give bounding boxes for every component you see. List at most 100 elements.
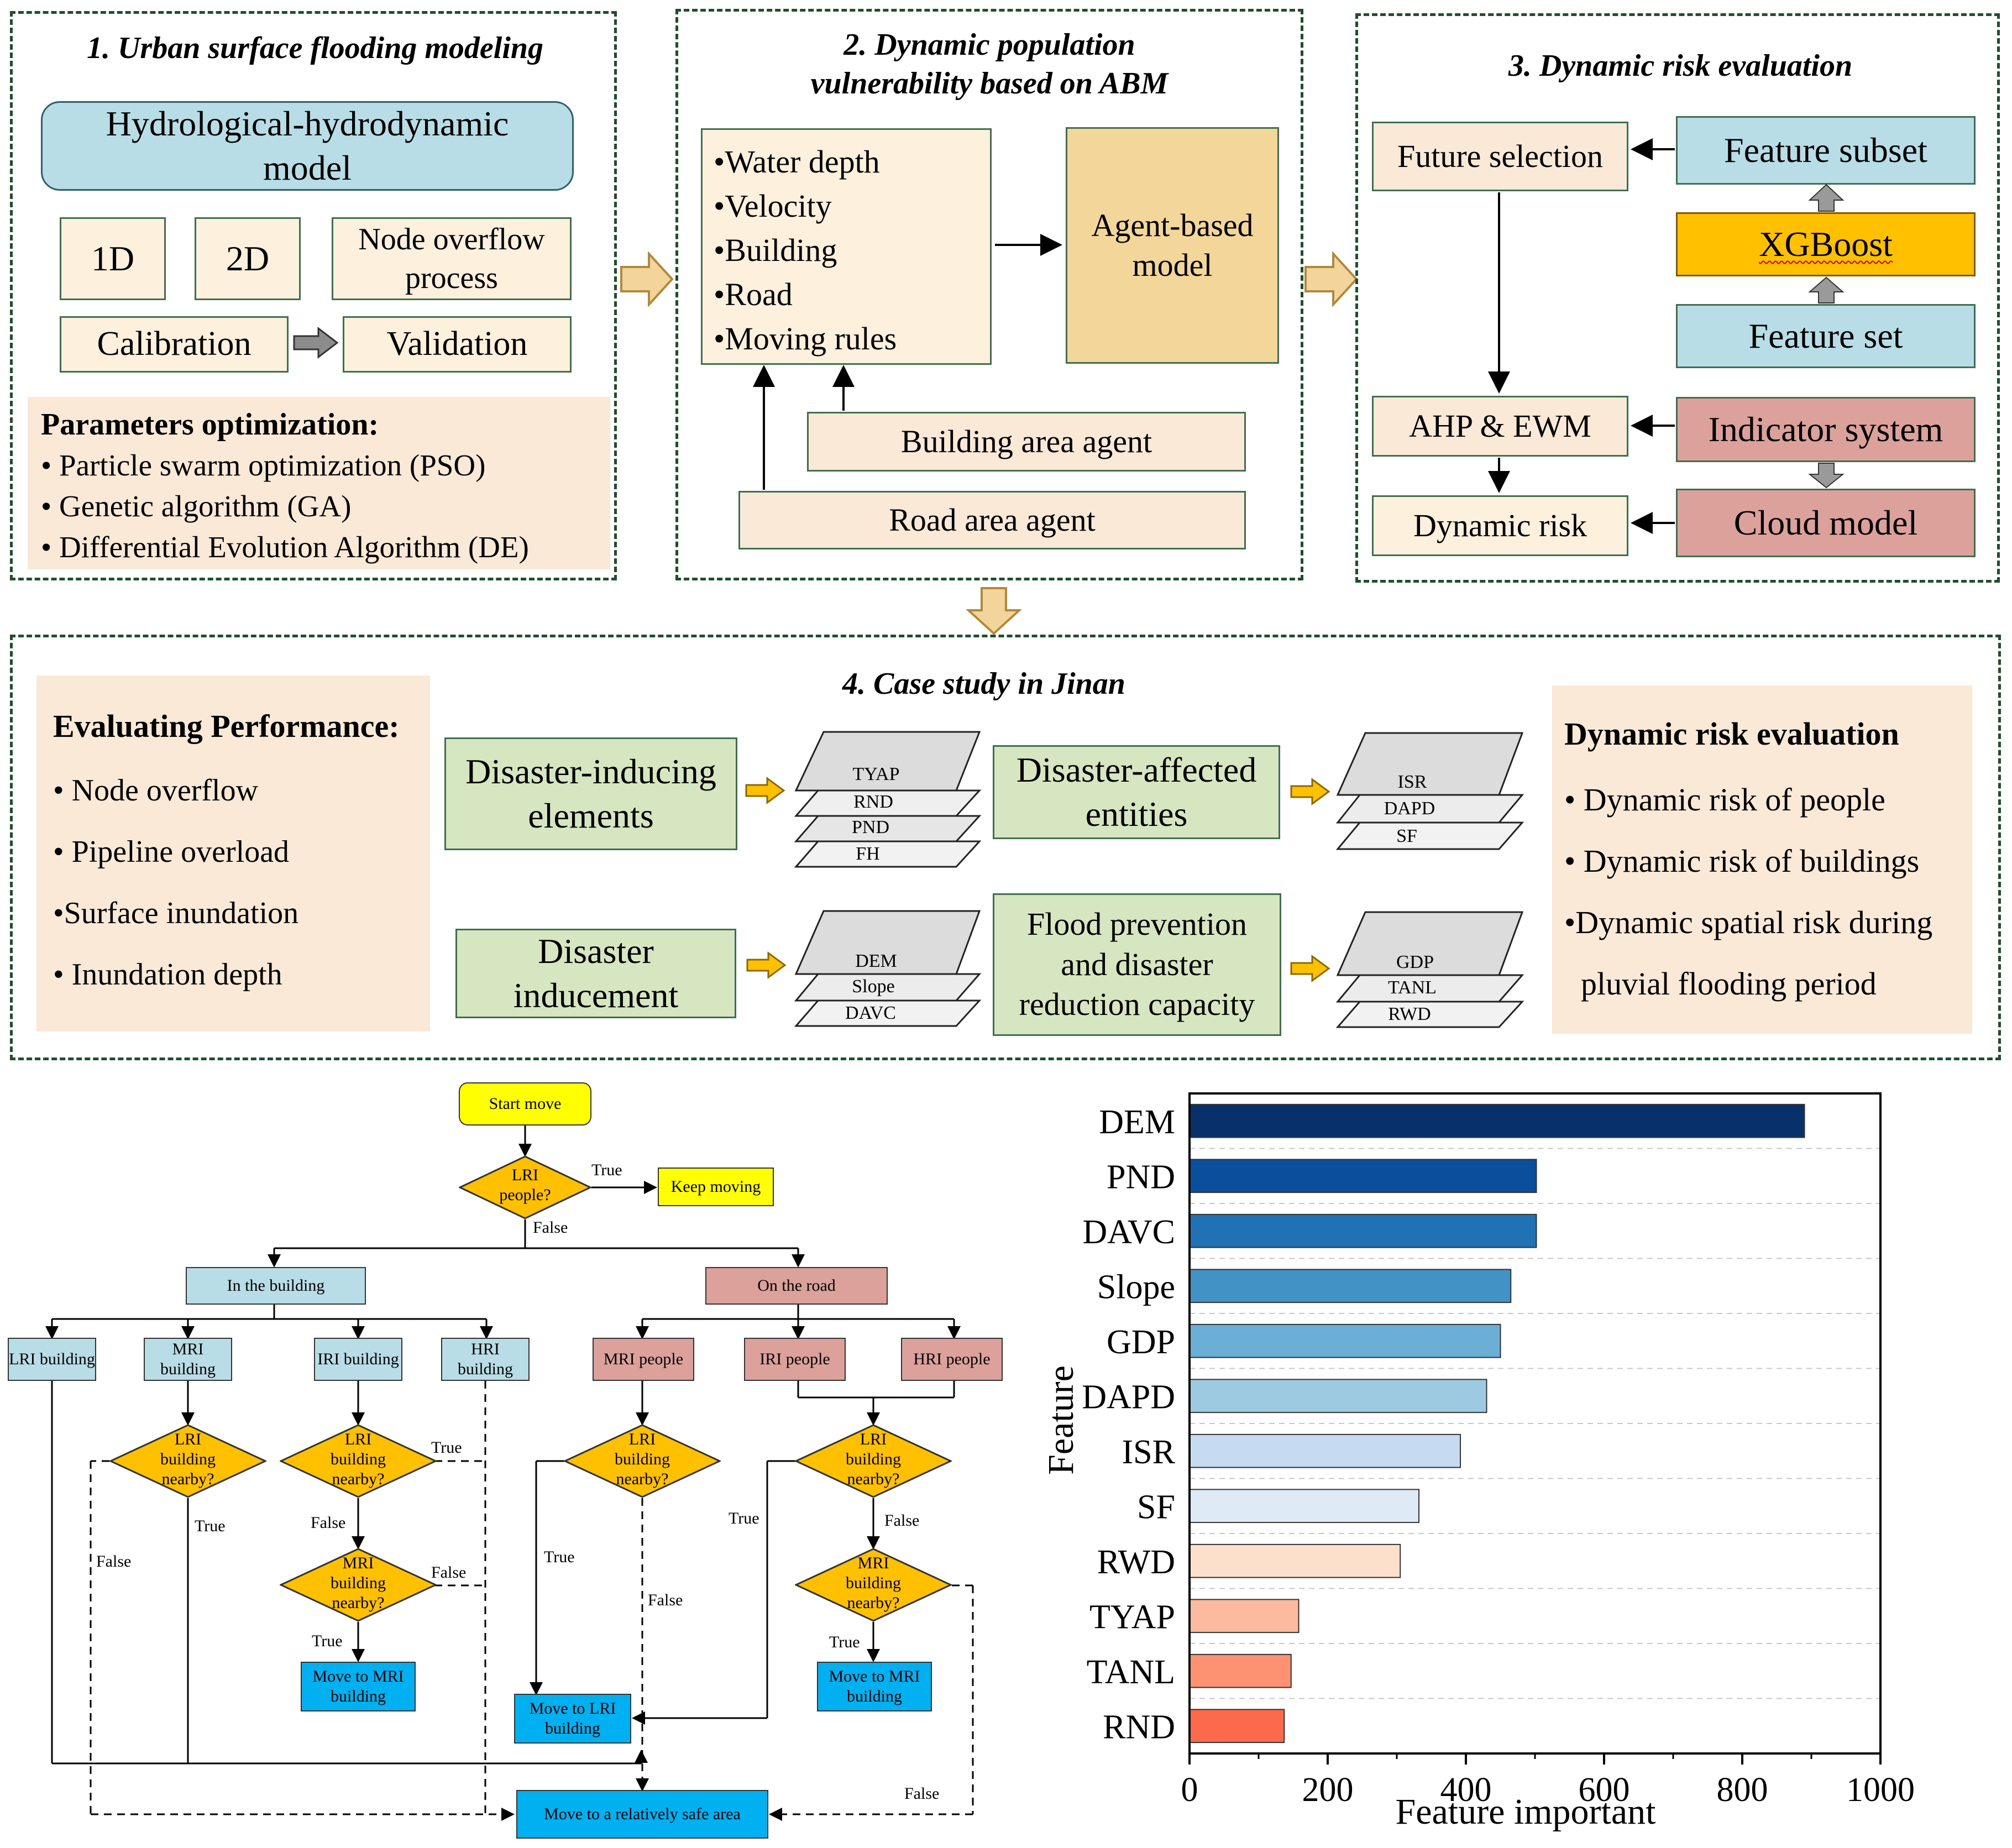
eval-performance-panel: Evaluating Performance: • Node overflow … xyxy=(36,676,430,1032)
category-label: DAVC xyxy=(1082,1213,1175,1251)
bar xyxy=(1189,1379,1487,1414)
in-building-node: In the building xyxy=(186,1267,366,1305)
cloud-model-box: Cloud model xyxy=(1676,489,1976,557)
feature-subset-label: Feature subset xyxy=(1724,130,1927,170)
future-selection-label: Future selection xyxy=(1397,138,1604,174)
layer-label: PND xyxy=(851,817,890,837)
risk-item: • Dynamic risk of buildings xyxy=(1564,843,1920,879)
risk-item: pluvial flooding period xyxy=(1581,966,1877,1002)
section-2-title: 2. Dynamic population vulnerability base… xyxy=(810,28,1169,101)
bar xyxy=(1189,1709,1285,1744)
risk-title: Dynamic risk evaluation xyxy=(1564,716,1899,752)
indicator-system-label: Indicator system xyxy=(1708,410,1943,449)
lri-people-label: LRI people? xyxy=(499,1166,551,1204)
abm-input-item: •Road xyxy=(714,276,793,313)
layer-label: RND xyxy=(853,792,893,812)
section2-arrows xyxy=(753,234,1062,490)
layer-label: ISR xyxy=(1397,772,1427,792)
category-label: PND xyxy=(1107,1158,1175,1196)
calibration-label: Calibration xyxy=(97,325,252,363)
bar xyxy=(1189,1213,1537,1248)
category-label: ISR xyxy=(1122,1433,1176,1471)
iri-building-node: IRI building xyxy=(314,1338,402,1381)
layer-plane xyxy=(794,910,981,975)
decision-diamond xyxy=(109,1424,266,1498)
section-1-frame xyxy=(10,11,617,580)
node-overflow-box: Node overflow process xyxy=(332,217,572,300)
in-building-label: In the building xyxy=(227,1276,325,1295)
lri-nearby-label: LRI building nearby? xyxy=(160,1430,216,1488)
xgboost-label: XGBoost xyxy=(1759,224,1893,264)
keep-moving-node: Keep moving xyxy=(658,1168,774,1206)
true-label: True xyxy=(729,1509,759,1527)
validation-box: Validation xyxy=(343,316,572,373)
eval-item: • Inundation depth xyxy=(53,957,282,992)
section3-arrows xyxy=(1488,138,1845,534)
category-label: GDP xyxy=(1107,1323,1175,1361)
category-label: TANL xyxy=(1087,1653,1175,1691)
layer-label: TANL xyxy=(1388,977,1437,998)
false-label: False xyxy=(884,1511,920,1530)
lri-building-node: LRI building xyxy=(8,1338,96,1381)
risk-item: •Dynamic spatial risk during xyxy=(1564,904,1933,940)
validation-label: Validation xyxy=(386,325,528,363)
move-lri-label: Move to LRI building xyxy=(529,1699,616,1737)
bar xyxy=(1189,1653,1292,1688)
true-label: True xyxy=(195,1517,226,1535)
true-label: True xyxy=(312,1632,343,1650)
layer-plane xyxy=(1336,911,1524,976)
false-label: False xyxy=(648,1591,683,1609)
move-safe-label: Move to a relatively safe area xyxy=(544,1805,741,1823)
layer-label: DAVC xyxy=(845,1003,896,1023)
layer-label: GDP xyxy=(1396,952,1434,972)
chart-svg: DEMPNDDAVCSlopeGDPDAPDISRSFRWDTYAPTANLRN… xyxy=(1082,1092,1915,1809)
chart-xlabel: Feature important xyxy=(1395,1792,1656,1832)
start-move-node: Start move xyxy=(459,1082,591,1125)
params-list: • Particle swarm optimization (PSO) • Ge… xyxy=(41,445,597,568)
bar xyxy=(1189,1159,1537,1193)
decision-diamond xyxy=(459,1155,591,1219)
box-1d: 1D xyxy=(60,217,166,300)
road-agent-label: Road area agent xyxy=(889,501,1096,538)
indicator-system-box: Indicator system xyxy=(1676,397,1976,462)
bar xyxy=(1189,1323,1501,1358)
true-label: True xyxy=(591,1161,622,1179)
hydro-model-label: Hydrological-hydrodynamic model xyxy=(106,104,509,187)
start-move-label: Start move xyxy=(489,1095,562,1113)
agent-model-box: Agent-based model xyxy=(1066,127,1279,364)
layer-plane xyxy=(794,731,981,792)
eval-item: • Node overflow xyxy=(53,773,259,808)
decision-diamond xyxy=(280,1424,437,1498)
flowchart-connectors xyxy=(45,1125,974,1821)
move-mri-label: Move to MRI building xyxy=(312,1667,404,1705)
param-item: • Genetic algorithm (GA) xyxy=(41,489,352,523)
abm-input-item: •Building xyxy=(714,232,837,269)
risk-eval-panel: Dynamic risk evaluation • Dynamic risk o… xyxy=(1552,685,1972,1034)
disaster-affected-box: Disaster-affected entities xyxy=(993,745,1280,839)
decision-diamond xyxy=(795,1548,952,1622)
ahp-ewm-label: AHP & EWM xyxy=(1409,407,1591,444)
hydro-model-box: Hydrological-hydrodynamic model xyxy=(41,101,574,191)
section-3-title: 3. Dynamic risk evaluation xyxy=(1508,49,1853,83)
calibration-box: Calibration xyxy=(60,316,289,373)
eval-title: Evaluating Performance: xyxy=(53,708,400,744)
flood-prevention-box: Flood prevention and disaster reduction … xyxy=(993,893,1281,1036)
layer-label: DAPD xyxy=(1384,798,1435,819)
x-tick-label: 200 xyxy=(1302,1771,1354,1809)
hri-building-node: HRI building xyxy=(441,1338,530,1381)
params-panel: Parameters optimization: • Particle swar… xyxy=(28,397,610,569)
x-tick-label: 1000 xyxy=(1846,1771,1915,1809)
section-2-frame xyxy=(675,9,1303,580)
on-road-node: On the road xyxy=(705,1267,888,1305)
agent-model-label: Agent-based model xyxy=(1091,207,1254,284)
false-label: False xyxy=(96,1552,132,1570)
category-label: TYAP xyxy=(1089,1598,1175,1636)
layer-label: SF xyxy=(1396,826,1417,846)
bar xyxy=(1189,1103,1805,1138)
layer-label: DEM xyxy=(855,951,897,971)
eval-item: • Pipeline overload xyxy=(53,835,290,869)
feature-set-label: Feature set xyxy=(1748,316,1903,355)
move-mri-label: Move to MRI building xyxy=(829,1667,920,1705)
true-label: True xyxy=(431,1438,462,1457)
section-1-title: 1. Urban surface flooding modeling xyxy=(86,31,544,65)
